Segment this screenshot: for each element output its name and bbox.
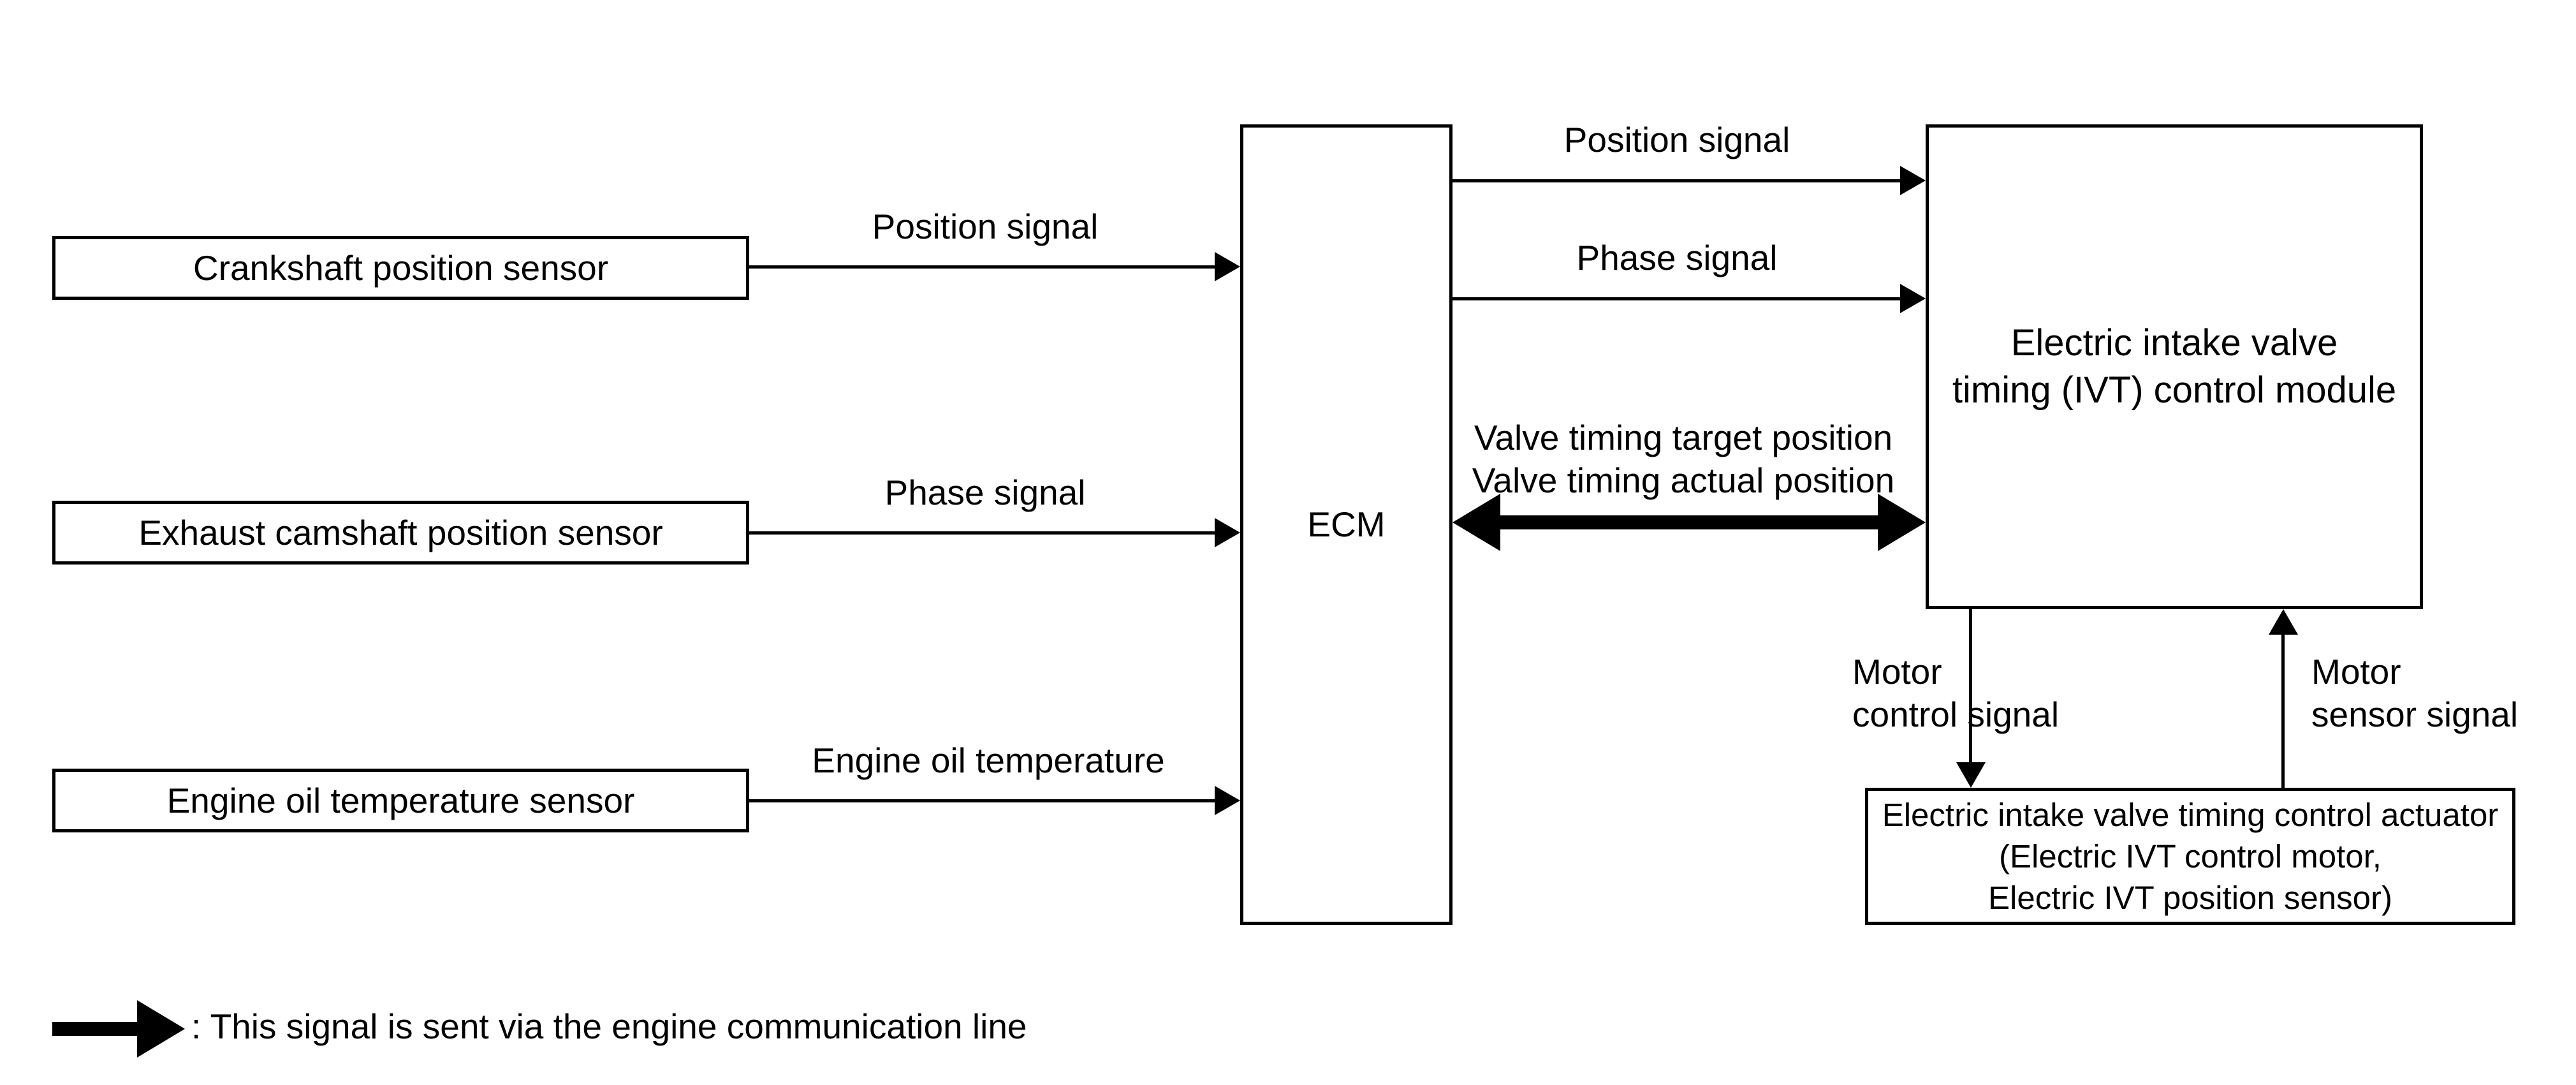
valve-timing-left-arrowhead-icon [1453, 494, 1500, 551]
motor-sensor-signal-label: Motor sensor signal [2311, 652, 2519, 735]
engine-oil-temperature-arrowhead-icon [1215, 786, 1240, 815]
engine-oil-temperature-signal-label: Engine oil temperature [812, 741, 1165, 780]
motor-control-signal-arrowhead-icon [1956, 762, 1986, 788]
crankshaft-position-sensor-box[interactable]: Crankshaft position sensor [52, 236, 749, 300]
crankshaft-signal-line [749, 265, 1215, 269]
module-phase-signal-arrowhead-icon [1900, 284, 1926, 313]
crankshaft-position-signal-label: Position signal [872, 207, 1099, 246]
module-position-signal-label: Position signal [1563, 120, 1790, 159]
engine-oil-temperature-sensor-label: Engine oil temperature sensor [166, 780, 635, 820]
module-phase-signal-label: Phase signal [1576, 238, 1778, 277]
motor-sensor-signal-line [2281, 635, 2285, 788]
module-phase-signal-line [1453, 297, 1900, 300]
motor-control-signal-line [1969, 609, 1972, 764]
valve-timing-positions-label: Valve timing target position Valve timin… [1472, 418, 1895, 501]
legend-bold-right-arrow-icon [137, 1000, 185, 1058]
exhaust-phase-signal-arrowhead-icon [1215, 518, 1240, 547]
exhaust-camshaft-position-sensor-label: Exhaust camshaft position sensor [138, 512, 663, 552]
motor-control-signal-label: Motor control signal [1852, 652, 2060, 735]
legend-arrow-shaft [52, 1022, 138, 1036]
motor-sensor-signal-arrowhead-icon [2269, 609, 2298, 635]
ecm-label: ECM [1307, 505, 1386, 545]
ivt-control-actuator-box[interactable]: Electric intake valve timing control act… [1865, 788, 2515, 925]
valve-timing-communication-line [1500, 515, 1880, 529]
ivt-control-module-label: Electric intake valve timing (IVT) contr… [1952, 321, 2397, 411]
ecm-box[interactable]: ECM [1240, 124, 1453, 925]
module-position-signal-line [1453, 179, 1900, 182]
exhaust-phase-signal-line [749, 531, 1215, 535]
ivt-control-module-box[interactable]: Electric intake valve timing (IVT) contr… [1926, 124, 2423, 609]
crankshaft-position-sensor-label: Crankshaft position sensor [193, 247, 609, 288]
exhaust-phase-signal-label: Phase signal [884, 473, 1086, 512]
module-position-signal-arrowhead-icon [1900, 166, 1926, 195]
engine-oil-temperature-signal-line [749, 799, 1215, 802]
legend-text: : This signal is sent via the engine com… [191, 1007, 1027, 1046]
engine-oil-temperature-sensor-box[interactable]: Engine oil temperature sensor [52, 769, 749, 832]
crankshaft-signal-arrowhead-icon [1215, 252, 1240, 281]
exhaust-camshaft-position-sensor-box[interactable]: Exhaust camshaft position sensor [52, 501, 749, 565]
valve-timing-right-arrowhead-icon [1878, 494, 1926, 551]
ivt-control-actuator-label: Electric intake valve timing control act… [1882, 796, 2499, 917]
